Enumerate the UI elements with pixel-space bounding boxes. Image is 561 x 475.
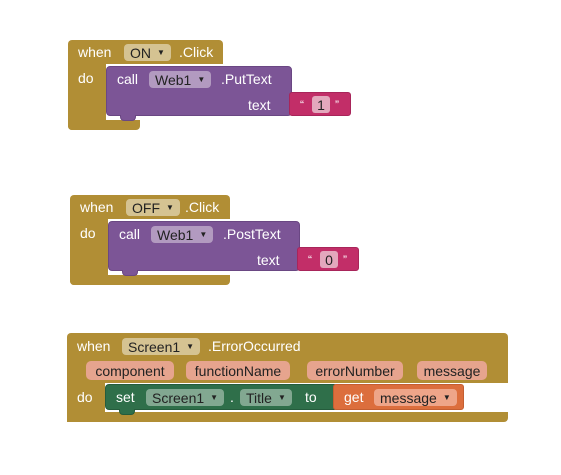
chevron-down-icon: ▼ xyxy=(166,202,174,212)
param-errornumber[interactable]: errorNumber xyxy=(307,361,403,380)
variable-name: message xyxy=(380,389,437,406)
chevron-down-icon: ▼ xyxy=(277,392,286,402)
to-label: to xyxy=(305,389,317,405)
event-name: .Click xyxy=(179,44,214,60)
when-label: when xyxy=(77,338,111,354)
text-arg-label: text xyxy=(248,97,271,113)
variable-dropdown[interactable]: message ▼ xyxy=(374,389,457,406)
web-component-name: Web1 xyxy=(157,226,194,243)
event-block-on-click[interactable]: when ON ▼ .Click do xyxy=(68,40,223,130)
text-value-field[interactable]: 0 xyxy=(320,251,338,268)
param-functionname[interactable]: functionName xyxy=(186,361,290,380)
call-block-puttext[interactable]: call Web1 ▼ .PutText text xyxy=(106,66,292,116)
component-dropdown[interactable]: ON ▼ xyxy=(124,44,171,61)
param-message[interactable]: message xyxy=(417,361,487,380)
set-component-name: Screen1 xyxy=(152,389,205,406)
do-label: do xyxy=(77,389,93,405)
call-block-notch xyxy=(122,270,138,276)
chevron-down-icon: ▼ xyxy=(186,341,195,351)
web-component-dropdown[interactable]: Web1 ▼ xyxy=(151,226,214,243)
set-title-block[interactable]: set Screen1 ▼ . Title ▼ to xyxy=(105,384,338,410)
open-quote: “ xyxy=(308,253,312,267)
component-name: ON xyxy=(130,44,151,61)
event-spine xyxy=(68,64,106,130)
chevron-down-icon: ▼ xyxy=(199,229,208,239)
text-value: 0 xyxy=(325,251,333,268)
event-block-off-click[interactable]: when OFF ▼ .Click do xyxy=(70,195,230,285)
chevron-down-icon: ▼ xyxy=(157,47,165,57)
chevron-down-icon: ▼ xyxy=(210,392,219,402)
close-quote: ” xyxy=(335,98,339,112)
param-component[interactable]: component xyxy=(86,361,174,380)
component-name: Screen1 xyxy=(128,338,181,355)
when-label: when xyxy=(78,44,112,60)
web-component-dropdown[interactable]: Web1 ▼ xyxy=(149,71,212,88)
text-arg-label: text xyxy=(257,252,280,268)
set-component-dropdown[interactable]: Screen1 ▼ xyxy=(146,389,225,406)
param-label: message xyxy=(423,362,481,379)
get-variable-block[interactable]: get message ▼ xyxy=(333,384,464,410)
web-component-name: Web1 xyxy=(155,71,192,88)
event-name: .ErrorOccurred xyxy=(208,338,301,354)
component-dropdown[interactable]: Screen1 ▼ xyxy=(122,338,201,355)
event-block-error-occurred[interactable]: when Screen1 ▼ .ErrorOccurred component … xyxy=(67,333,508,422)
text-value-field[interactable]: 1 xyxy=(312,96,330,113)
component-dropdown[interactable]: OFF ▼ xyxy=(126,199,180,216)
set-block-notch xyxy=(119,409,135,415)
dot-label: . xyxy=(230,389,234,405)
param-label: functionName xyxy=(194,362,282,379)
do-label: do xyxy=(78,70,94,86)
event-name: .Click xyxy=(185,199,220,215)
param-label: component xyxy=(95,362,165,379)
chevron-down-icon: ▼ xyxy=(197,74,206,84)
call-label: call xyxy=(117,71,139,87)
method-name: .PostText xyxy=(223,226,281,242)
property-dropdown[interactable]: Title ▼ xyxy=(240,389,292,406)
event-footer xyxy=(68,120,140,130)
chevron-down-icon: ▼ xyxy=(442,392,451,402)
event-spine xyxy=(70,219,108,285)
text-value: 1 xyxy=(317,96,325,113)
text-string-block[interactable]: “ 1 ” xyxy=(289,92,351,116)
open-quote: “ xyxy=(300,98,304,112)
get-label: get xyxy=(344,389,364,405)
param-label: errorNumber xyxy=(315,362,395,379)
close-quote: ” xyxy=(343,253,347,267)
event-footer xyxy=(70,275,230,285)
event-footer xyxy=(67,412,508,422)
component-name: OFF xyxy=(132,199,160,216)
when-label: when xyxy=(80,199,114,215)
method-name: .PutText xyxy=(221,71,272,87)
text-string-block[interactable]: “ 0 ” xyxy=(297,247,359,271)
call-block-notch xyxy=(120,115,136,121)
do-label: do xyxy=(80,225,96,241)
property-name: Title xyxy=(246,389,272,406)
call-label: call xyxy=(119,226,141,242)
set-label: set xyxy=(116,389,135,405)
call-block-posttext[interactable]: call Web1 ▼ .PostText text xyxy=(108,221,300,271)
